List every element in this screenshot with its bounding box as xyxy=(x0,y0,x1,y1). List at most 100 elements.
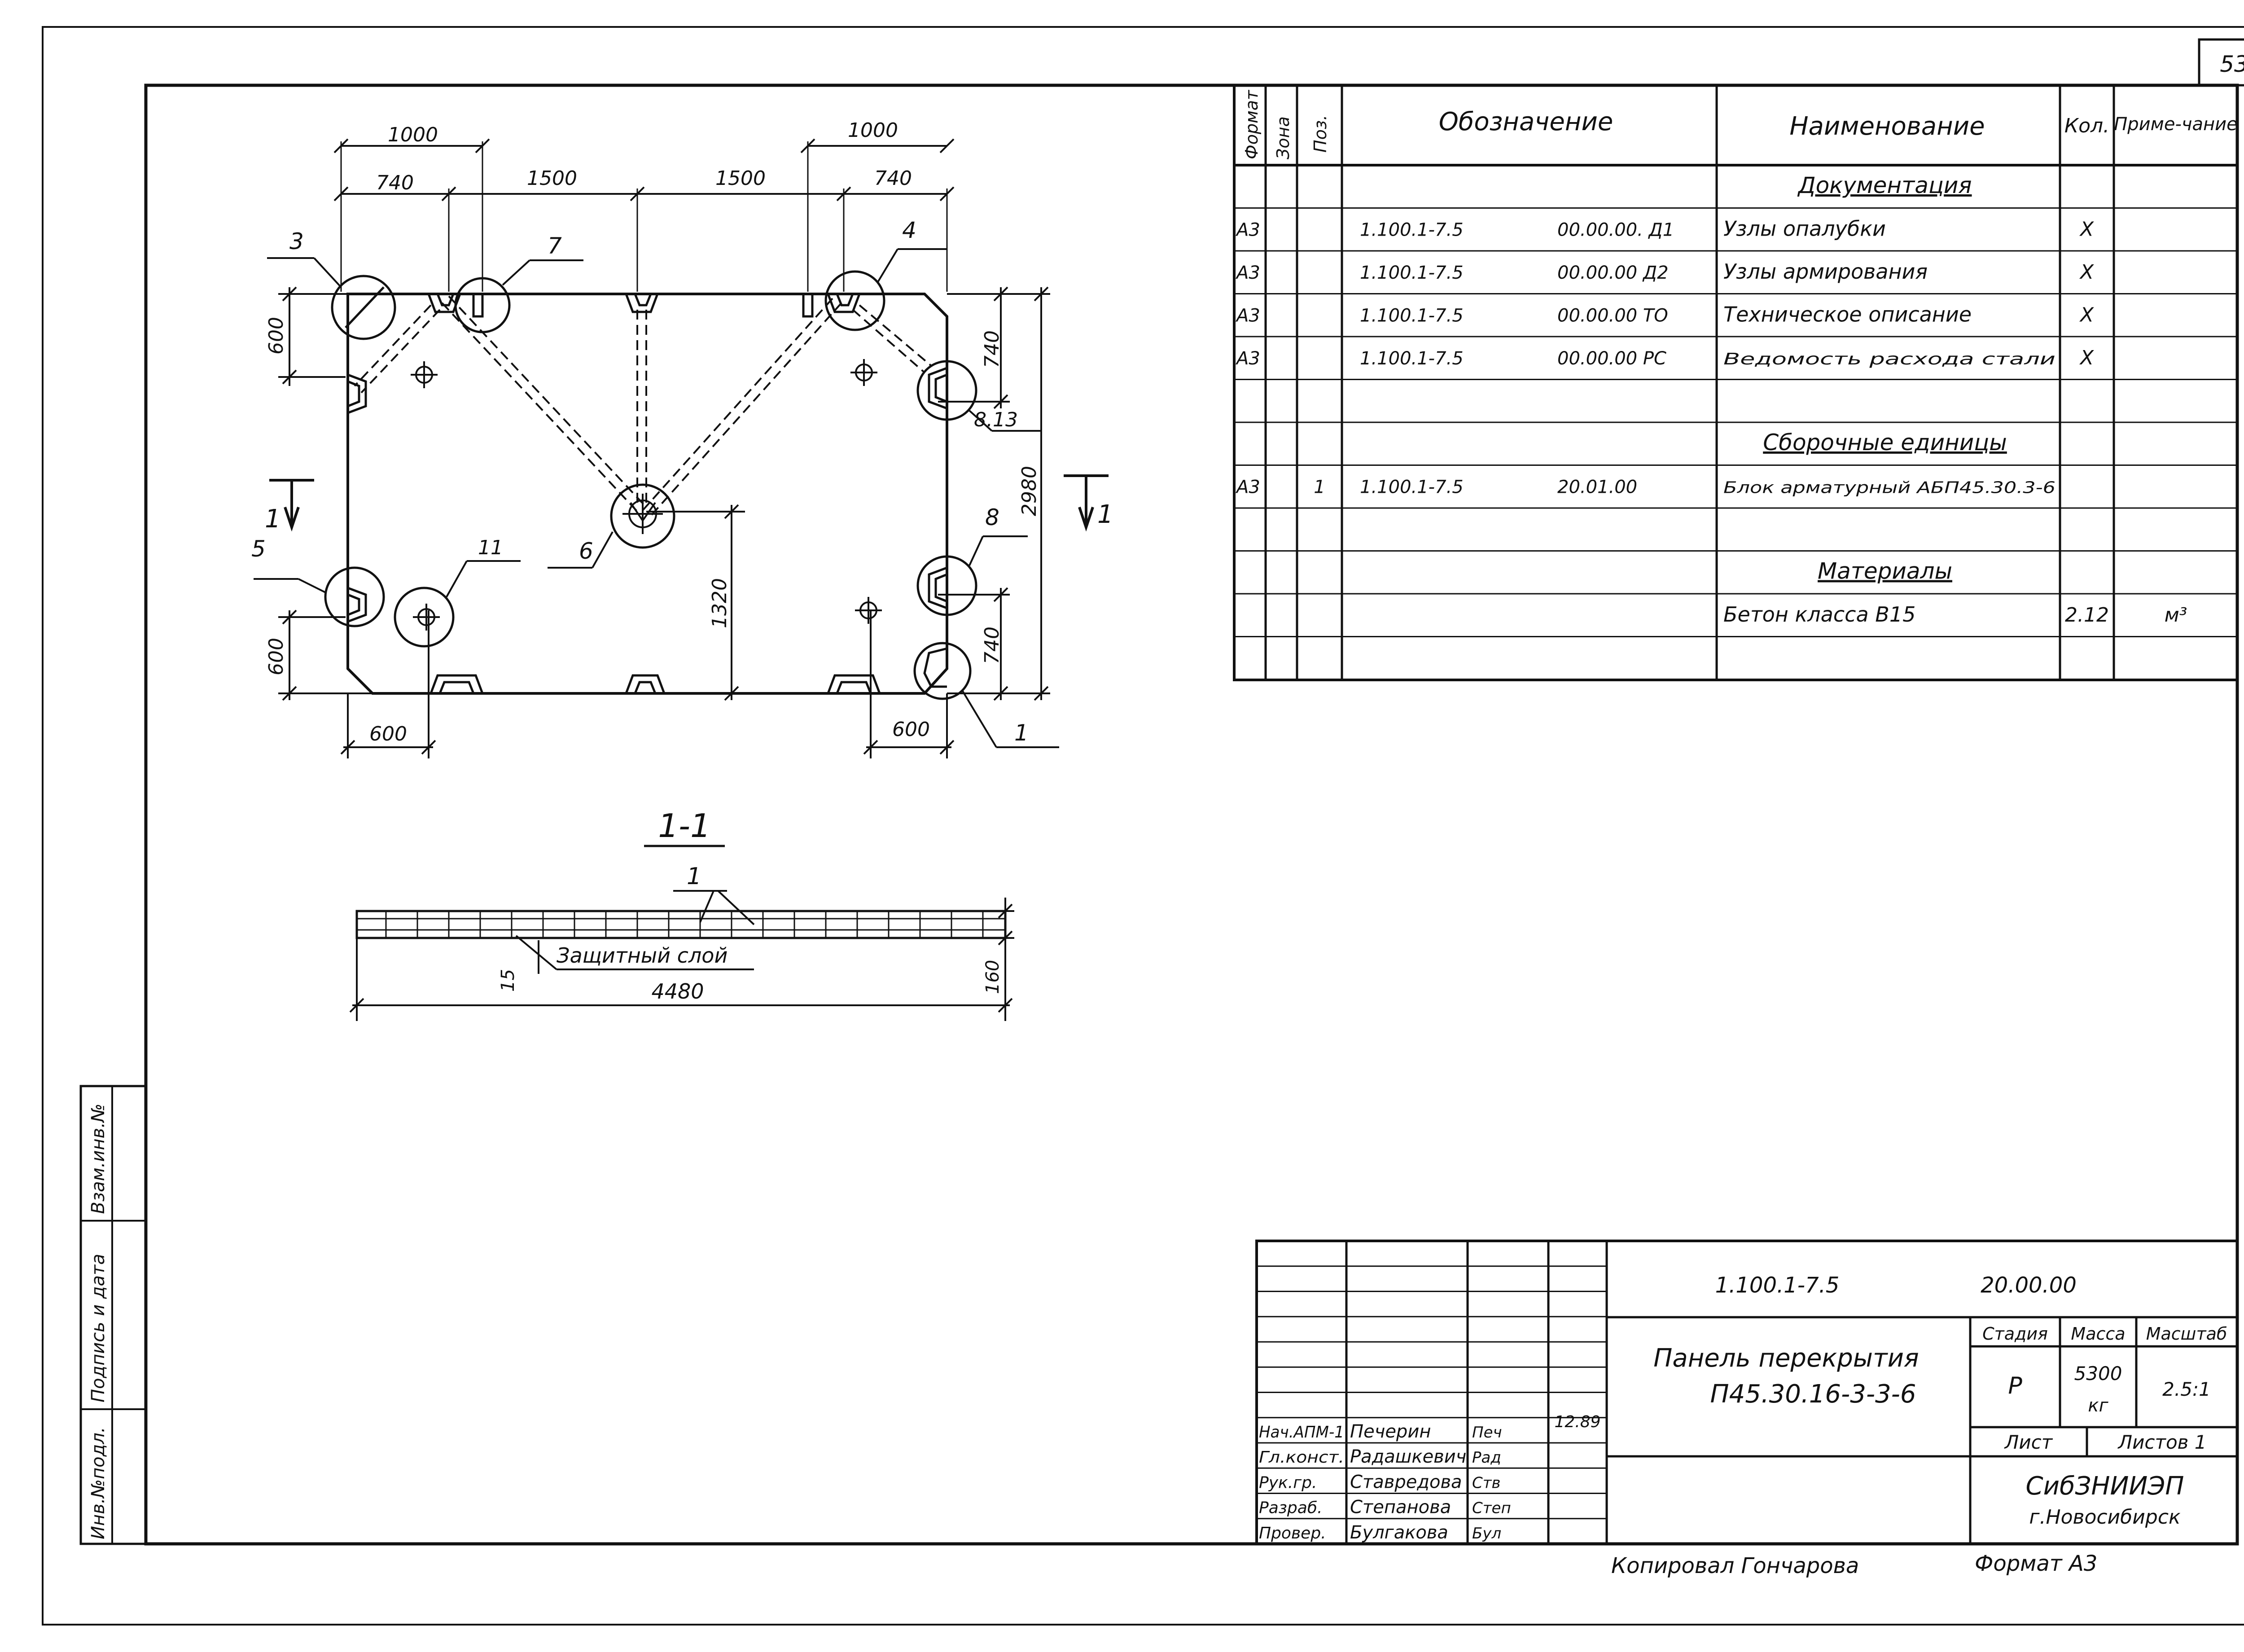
tb-mass-label: Масса xyxy=(2071,1324,2125,1344)
tb-person-role: Рук.гр. xyxy=(1259,1473,1317,1492)
section-mark-left: 1 xyxy=(265,504,281,534)
dim-600-bottom-right: 600 xyxy=(892,718,930,741)
spec-cell-name: Ведомость расхода стали xyxy=(1723,350,2056,368)
plan-view: 1000 1000 740 1500 1500 740 600 600 xyxy=(251,119,1113,758)
dim-740-right-top: 740 xyxy=(981,330,1004,368)
tb-person-name: Ставредова xyxy=(1350,1472,1462,1492)
spec-cell-format: А3 xyxy=(1235,263,1260,283)
spec-cell-qty: Х xyxy=(2079,261,2094,284)
spec-cell-code: 1.100.1-7.5 xyxy=(1360,306,1464,326)
callout-5: 5 xyxy=(251,536,266,562)
spec-cell-format: А3 xyxy=(1235,220,1260,241)
tb-title-line2: П45.30.16-3-3-6 xyxy=(1710,1380,1916,1409)
spec-cell-suffix: 00.00.00 Д2 xyxy=(1557,263,1669,283)
spec-section-heading: Материалы xyxy=(1818,558,1952,584)
tb-person-name: Печерин xyxy=(1350,1421,1431,1442)
spec-cell-qty: Х xyxy=(2079,304,2094,327)
spec-row: А3 1.100.1-7.5 00.00.00. Д1 Х Узлы опалубки xyxy=(1235,217,2094,241)
tb-person-row: Рук.гр. Ставредова Ств xyxy=(1259,1472,1501,1492)
section-mark-right: 1 xyxy=(1097,500,1113,529)
tb-org-name: СибЗНИИЭП xyxy=(2025,1472,2184,1501)
tb-person-name: Степанова xyxy=(1350,1497,1451,1518)
tb-code-suffix: 20.00.00 xyxy=(1981,1273,2077,1298)
tb-person-sign: Печ xyxy=(1472,1424,1502,1442)
tb-person-sign: Степ xyxy=(1472,1499,1511,1517)
spec-cell-suffix: 00.00.00 РС xyxy=(1557,348,1666,369)
tb-sheet-label: Лист xyxy=(2004,1431,2053,1453)
tb-person-sign: Ств xyxy=(1472,1474,1501,1492)
tb-scale-label: Масштаб xyxy=(2146,1324,2227,1344)
tb-scale: 2.5:1 xyxy=(2162,1378,2211,1400)
tb-person-sign: Бул xyxy=(1472,1525,1501,1542)
tb-org-city: г.Новосибирск xyxy=(2029,1506,2181,1529)
dim-1500-left: 1500 xyxy=(527,167,577,190)
dim-600-bottom-left: 600 xyxy=(369,723,407,745)
spec-section-heading: Документация xyxy=(1797,172,1972,198)
callout-8-13: 8.13 xyxy=(974,408,1018,431)
spec-row: Документация xyxy=(1797,172,1972,198)
spec-header-designation: Обозначение xyxy=(1439,107,1613,136)
spec-cell-code: 1.100.1-7.5 xyxy=(1360,477,1464,498)
spec-cell-format: А3 xyxy=(1235,306,1260,326)
callout-7: 7 xyxy=(548,233,562,259)
section-view: 1-1 1 15 Защ xyxy=(349,807,1014,1021)
callout-4: 4 xyxy=(902,217,916,243)
section-dim-15: 15 xyxy=(498,969,518,992)
dim-740-left: 740 xyxy=(376,171,414,194)
spec-cell-suffix: 20.01.00 xyxy=(1557,477,1637,498)
dim-740-right: 740 xyxy=(874,167,912,190)
footer-copied: Копировал Гончарова xyxy=(1611,1553,1859,1578)
spec-cell-name: Бетон класса В15 xyxy=(1723,602,1915,627)
side-stamp: Инв.№подл. Подпись и дата Взам.инв.№ xyxy=(79,1085,147,1545)
spec-header-pos: Поз. xyxy=(1310,115,1330,153)
spec-cell-format: А3 xyxy=(1235,477,1260,498)
callout-8: 8 xyxy=(985,504,999,530)
tb-person-name: Булгакова xyxy=(1350,1522,1448,1543)
spec-cell-format: А3 xyxy=(1235,348,1260,369)
dim-740-right-bottom: 740 xyxy=(981,627,1004,664)
dim-600-left-top: 600 xyxy=(265,317,288,355)
side-stamp-replace-inv: Взам.инв.№ xyxy=(88,1104,109,1214)
dim-1320: 1320 xyxy=(708,578,731,628)
tb-person-role: Разраб. xyxy=(1259,1499,1322,1517)
spec-cell-qty: 2.12 xyxy=(2065,604,2109,627)
tb-person-role: Провер. xyxy=(1259,1524,1326,1542)
tb-mass-unit: кг xyxy=(2088,1395,2108,1416)
tb-person-row: Нач.АПМ-1 Печерин Печ xyxy=(1259,1421,1502,1442)
spec-row: Материалы xyxy=(1818,558,1952,584)
section-dim-4480: 4480 xyxy=(651,979,704,1003)
side-stamp-inv-no: Инв.№подл. xyxy=(88,1427,109,1539)
section-callout-1: 1 xyxy=(687,863,701,890)
callout-1-plan: 1 xyxy=(1014,720,1029,746)
drawing-frame xyxy=(144,83,2239,1546)
spec-cell-pos: 1 xyxy=(1314,477,1325,498)
section-dim-160: 160 xyxy=(982,960,1003,994)
sheet-border xyxy=(42,26,2244,1626)
tb-title-line1: Панель перекрытия xyxy=(1653,1344,1919,1373)
tb-mass-value: 5300 xyxy=(2074,1363,2122,1385)
spec-cell-qty: Х xyxy=(2079,218,2094,241)
spec-row: 2.12 м³ Бетон класса В15 xyxy=(1723,602,2187,627)
protective-layer-label: Защитный слой xyxy=(557,943,728,968)
tb-person-role: Нач.АПМ-1 xyxy=(1259,1423,1344,1442)
spec-cell-suffix: 00.00.00. Д1 xyxy=(1557,220,1674,241)
section-title: 1-1 xyxy=(658,807,711,845)
tb-person-role: Гл.конст. xyxy=(1259,1448,1344,1467)
spec-cell-note: м³ xyxy=(2165,604,2187,627)
footer-format: Формат А3 xyxy=(1975,1551,2097,1576)
spec-cell-suffix: 00.00.00 ТО xyxy=(1557,306,1668,326)
spec-cell-name: Техническое описание xyxy=(1723,302,1972,327)
dim-600-left-bottom: 600 xyxy=(265,638,288,675)
tb-date: 12.89 xyxy=(1554,1413,1600,1431)
spec-header-qty: Кол. xyxy=(2064,114,2109,137)
tb-person-row: Провер. Булгакова Бул xyxy=(1259,1522,1501,1543)
spec-cell-name: Узлы опалубки xyxy=(1723,217,1886,241)
spec-cell-code: 1.100.1-7.5 xyxy=(1360,220,1464,241)
spec-row: Сборочные единицы xyxy=(1763,429,2007,456)
tb-person-sign: Рад xyxy=(1472,1449,1501,1467)
dim-2980: 2980 xyxy=(1018,466,1041,516)
